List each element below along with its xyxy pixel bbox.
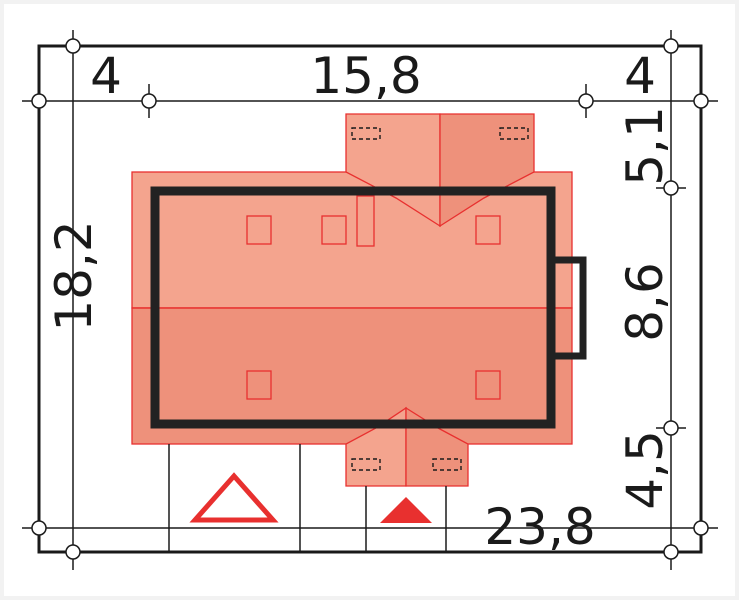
- label-top-right-setback: 4: [624, 47, 656, 105]
- access-lines: [168, 444, 447, 552]
- node-top-line-left: [31, 93, 47, 109]
- node-bottom-line-right: [693, 520, 709, 536]
- triangle-outline-icon: [189, 472, 279, 523]
- node-right-upper: [663, 180, 679, 196]
- window-marker: [499, 127, 529, 140]
- skylight: [321, 215, 347, 245]
- skylight: [246, 370, 272, 400]
- skylight: [475, 215, 501, 245]
- window-marker: [432, 458, 462, 471]
- top-gable-right: [439, 113, 535, 228]
- label-left-total-depth: 18,2: [45, 220, 103, 331]
- side-annex: [547, 256, 587, 360]
- window-markers: [351, 127, 529, 471]
- chimney: [356, 195, 375, 247]
- node-bottom-right-corner: [663, 544, 679, 560]
- node-top-right-corner: [663, 38, 679, 54]
- node-bottom-left-corner: [65, 544, 81, 560]
- plot-boundary: [37, 44, 703, 554]
- skylight: [246, 215, 272, 245]
- node-bottom-line-left: [31, 520, 47, 536]
- window-marker: [351, 127, 381, 140]
- label-right-middle-depth: 8,6: [616, 262, 674, 342]
- node-right-lower: [663, 420, 679, 436]
- label-right-top-depth: 5,1: [616, 106, 674, 186]
- window-marker: [351, 458, 381, 471]
- top-gable-left: [345, 113, 441, 228]
- dimension-nodes: [31, 38, 709, 560]
- node-top-tick-right: [578, 93, 594, 109]
- node-top-left-corner: [65, 38, 81, 54]
- node-top-tick-left: [141, 93, 157, 109]
- label-top-width: 15,8: [310, 47, 421, 105]
- label-top-left-setback: 4: [90, 47, 122, 105]
- skylight: [475, 370, 501, 400]
- triangle-filled-icon: [380, 497, 432, 523]
- node-top-line-right: [693, 93, 709, 109]
- label-bottom-total-width: 23,8: [484, 498, 595, 556]
- label-right-bottom-depth: 4,5: [616, 430, 674, 510]
